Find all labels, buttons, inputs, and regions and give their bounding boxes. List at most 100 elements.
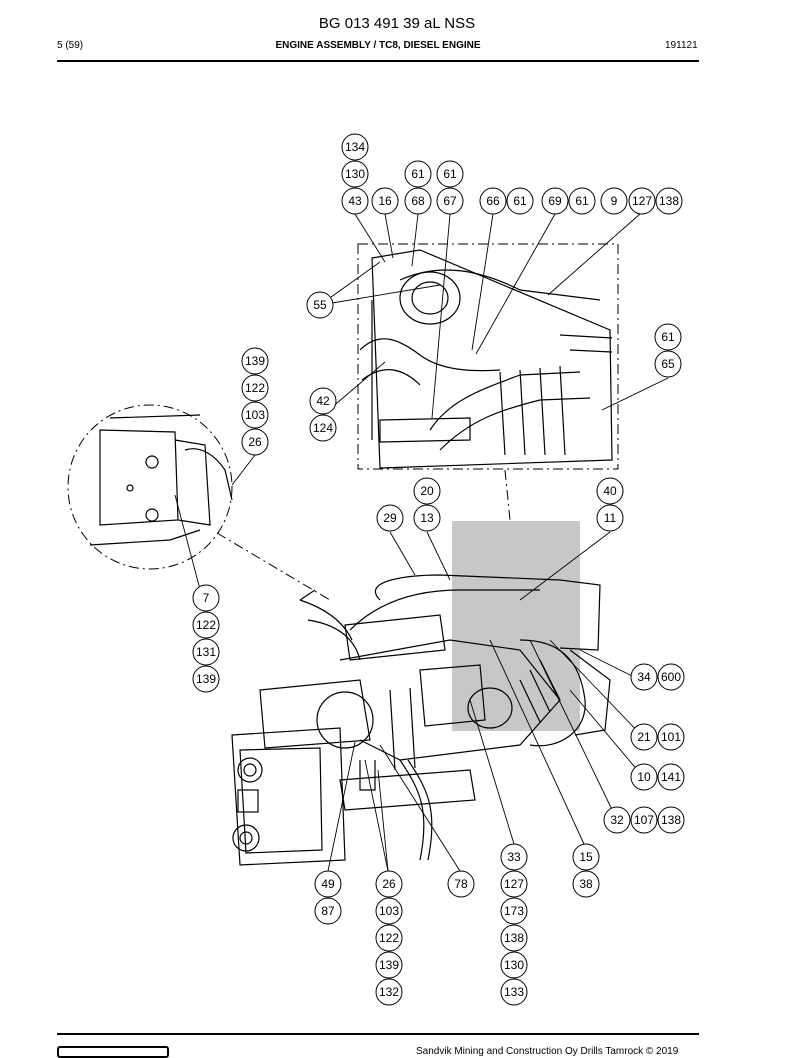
callout-bubble: 66 — [479, 187, 507, 215]
callout-bubble: 127 — [628, 187, 656, 215]
svg-text:61: 61 — [513, 194, 527, 208]
svg-text:65: 65 — [661, 357, 675, 371]
svg-text:139: 139 — [245, 354, 265, 368]
svg-text:138: 138 — [504, 931, 524, 945]
svg-text:124: 124 — [313, 421, 333, 435]
svg-text:173: 173 — [504, 904, 524, 918]
header-rule — [57, 60, 699, 62]
callout-bubble: 29 — [376, 504, 404, 532]
svg-text:26: 26 — [382, 877, 396, 891]
footer-rule — [57, 1033, 699, 1035]
page-number: 5 (59) — [57, 40, 84, 51]
upper-detail-frame — [357, 243, 619, 470]
svg-text:55: 55 — [313, 298, 327, 312]
callout-bubble: 65 — [654, 350, 682, 378]
svg-text:139: 139 — [196, 672, 216, 686]
callout-bubble: 122 — [375, 924, 403, 952]
svg-text:43: 43 — [348, 194, 362, 208]
svg-text:132: 132 — [379, 985, 399, 999]
svg-text:130: 130 — [345, 167, 365, 181]
svg-text:69: 69 — [548, 194, 562, 208]
callout-bubble: 20 — [413, 477, 441, 505]
callout-bubble: 68 — [404, 187, 432, 215]
callout-bubble: 173 — [500, 897, 528, 925]
svg-text:40: 40 — [603, 484, 617, 498]
bracket-detail-sketch — [89, 414, 233, 546]
callout-bubble: 122 — [192, 611, 220, 639]
svg-text:122: 122 — [196, 618, 216, 632]
callout-bubble: 139 — [375, 951, 403, 979]
footer-copyright: Sandvik Mining and Construction Oy Drill… — [416, 1046, 679, 1057]
callout-bubble: 122 — [241, 374, 269, 402]
svg-text:133: 133 — [504, 985, 524, 999]
callout-bubble: 40 — [596, 477, 624, 505]
svg-text:141: 141 — [661, 770, 681, 784]
callout-bubble: 67 — [436, 187, 464, 215]
svg-text:7: 7 — [203, 591, 210, 605]
svg-text:16: 16 — [378, 194, 392, 208]
detail-link-line — [504, 469, 511, 521]
callout-bubble: 131 — [192, 638, 220, 666]
callout-bubble: 107 — [630, 806, 658, 834]
callout-bubble: 78 — [447, 870, 475, 898]
callout-bubble: 130 — [341, 160, 369, 188]
svg-text:38: 38 — [579, 877, 593, 891]
svg-text:33: 33 — [507, 850, 521, 864]
callout-bubble: 26 — [241, 428, 269, 456]
svg-text:103: 103 — [245, 408, 265, 422]
svg-text:134: 134 — [345, 140, 365, 154]
callout-bubble: 11 — [596, 504, 624, 532]
svg-text:127: 127 — [504, 877, 524, 891]
bracket-detail-circle — [67, 404, 233, 570]
section-title: ENGINE ASSEMBLY / TC8, DIESEL ENGINE — [275, 40, 481, 51]
callout-bubble: 127 — [500, 870, 528, 898]
svg-text:15: 15 — [579, 850, 593, 864]
main-engine-sketch — [231, 574, 611, 866]
callout-bubble: 9 — [600, 187, 628, 215]
date-code: 191121 — [665, 40, 698, 51]
callout-bubble: 139 — [192, 665, 220, 693]
svg-text:101: 101 — [661, 730, 681, 744]
svg-text:122: 122 — [379, 931, 399, 945]
svg-text:107: 107 — [634, 813, 654, 827]
callout-bubble: 138 — [500, 924, 528, 952]
svg-text:10: 10 — [637, 770, 651, 784]
callout-bubble: 130 — [500, 951, 528, 979]
callout-bubble: 141 — [657, 763, 685, 791]
svg-text:61: 61 — [411, 167, 425, 181]
callout-bubble: 138 — [657, 806, 685, 834]
callout-bubble: 16 — [371, 187, 399, 215]
svg-text:131: 131 — [196, 645, 216, 659]
callout-bubble: 43 — [341, 187, 369, 215]
callout-bubble: 49 — [314, 870, 342, 898]
svg-text:21: 21 — [637, 730, 651, 744]
callout-bubble: 103 — [375, 897, 403, 925]
callout-bubble: 132 — [375, 978, 403, 1006]
svg-text:600: 600 — [661, 670, 681, 684]
svg-text:61: 61 — [443, 167, 457, 181]
svg-text:32: 32 — [610, 813, 624, 827]
callout-bubble: 139 — [241, 347, 269, 375]
callout-bubble: 38 — [572, 870, 600, 898]
svg-text:127: 127 — [632, 194, 652, 208]
callout-bubble: 600 — [657, 663, 685, 691]
document-number: BG 013 491 39 aL NSS — [318, 15, 476, 32]
callout-bubble: 61 — [506, 187, 534, 215]
svg-text:13: 13 — [420, 511, 434, 525]
callout-bubble: 10 — [630, 763, 658, 791]
svg-text:49: 49 — [321, 877, 335, 891]
svg-text:78: 78 — [454, 877, 468, 891]
callout-bubble: 138 — [655, 187, 683, 215]
company-logo — [57, 1046, 169, 1058]
callout-bubble: 32 — [603, 806, 631, 834]
callout-bubble: 124 — [309, 414, 337, 442]
callout-bubble: 15 — [572, 843, 600, 871]
callout-bubble: 7 — [192, 584, 220, 612]
svg-text:20: 20 — [420, 484, 434, 498]
callout-bubble: 101 — [657, 723, 685, 751]
callout-bubble: 87 — [314, 897, 342, 925]
svg-text:67: 67 — [443, 194, 457, 208]
svg-text:34: 34 — [637, 670, 651, 684]
svg-text:42: 42 — [316, 394, 330, 408]
